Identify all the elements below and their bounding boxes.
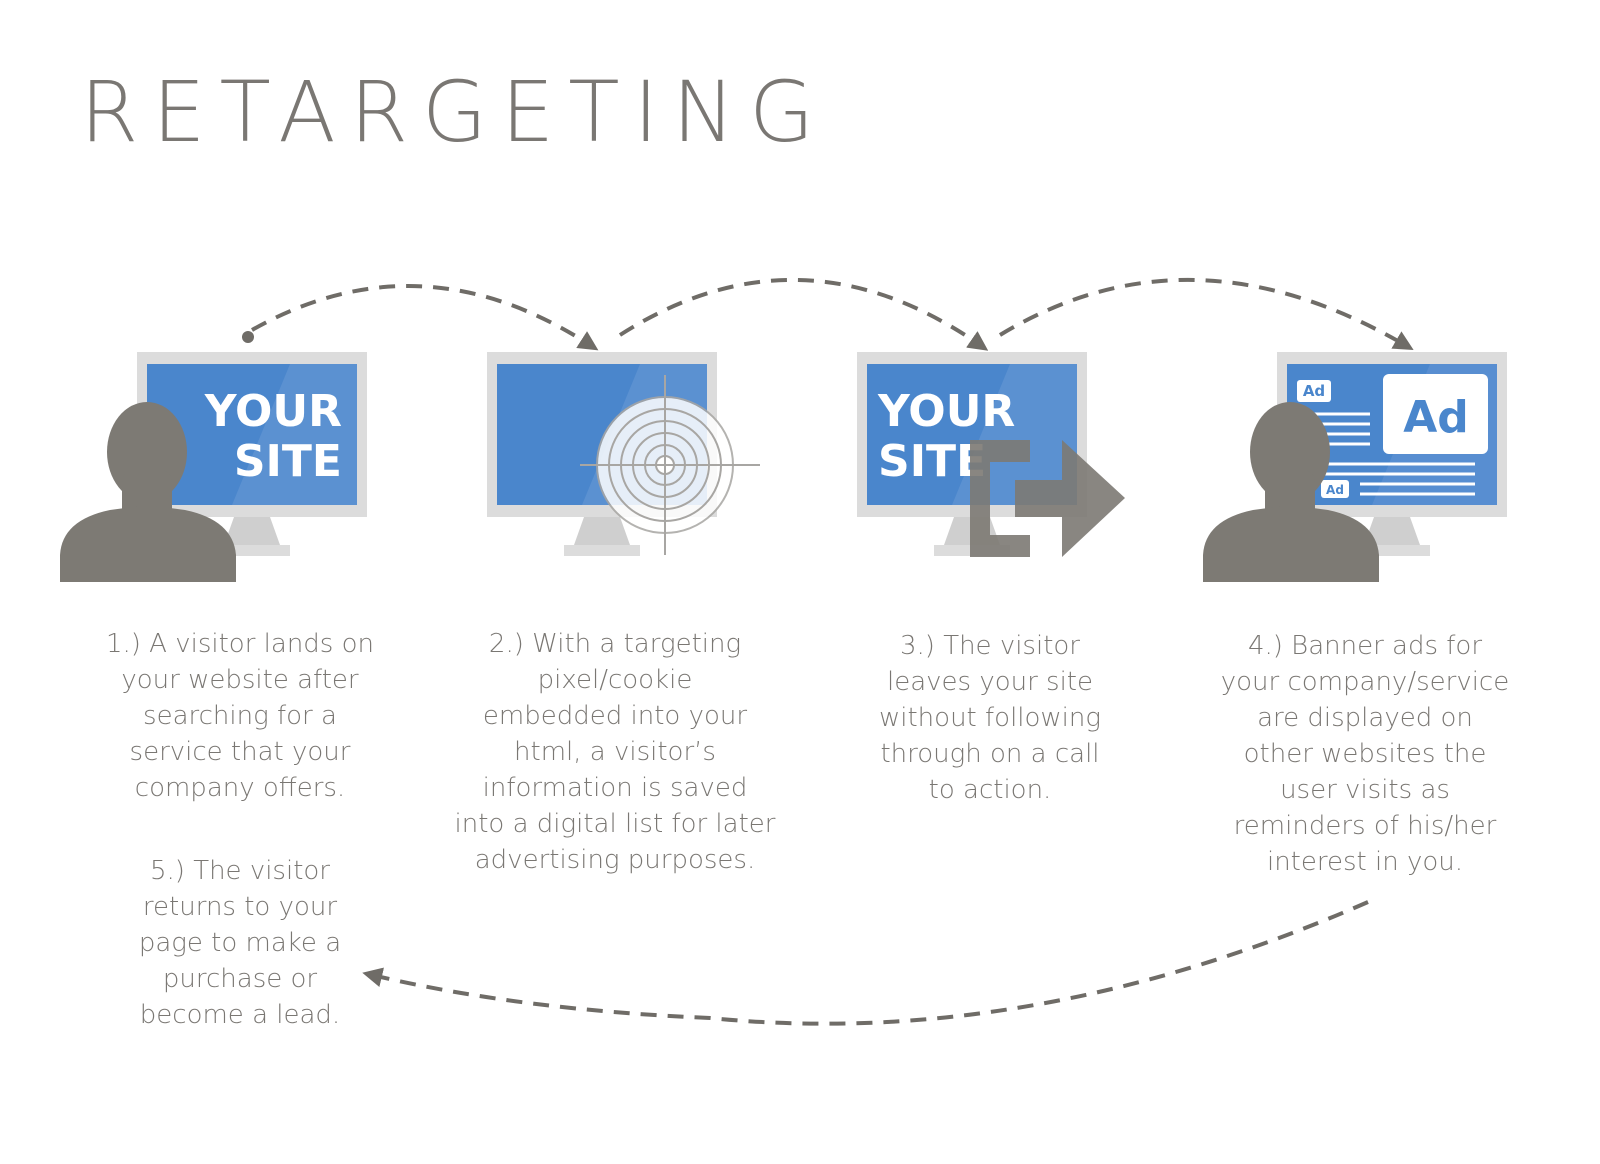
monitor1-line1: YOUR [204, 386, 342, 437]
arrow-3-to-4 [998, 278, 1414, 351]
step-5-text: 5.) The visitor returns to your page to … [138, 856, 342, 1030]
flow-arrows [242, 277, 1414, 1026]
step-4-text: 4.) Banner ads for your company/service … [1220, 631, 1510, 877]
arrow-1-to-2 [251, 284, 599, 351]
step-1-text: 1.) A visitor lands on your website afte… [105, 629, 375, 803]
exit-arrow-icon [970, 440, 1125, 557]
ad-big-label: Ad [1403, 392, 1469, 443]
crosshair-target-icon [580, 375, 760, 555]
monitor-your-site-1: YOUR SITE [137, 352, 367, 556]
arrow-4-to-5 [362, 900, 1369, 1026]
monitor3-line1: YOUR [877, 386, 1015, 437]
page-title: RETARGETING [80, 63, 829, 161]
monitor3-line2: SITE [878, 436, 986, 487]
step-3-text: 3.) The visitor leaves your site without… [879, 631, 1101, 805]
arrow-2-to-3 [618, 277, 989, 351]
monitor1-line2: SITE [234, 436, 342, 487]
arrow-start-dot [242, 331, 254, 343]
ad-small-top-label: Ad [1303, 382, 1325, 400]
ad-small-bottom-label: Ad [1326, 483, 1344, 497]
visitor-silhouette-4 [1203, 402, 1379, 582]
visitor-silhouette-1 [60, 402, 236, 582]
step-2-text: 2.) With a targeting pixel/cookie embedd… [454, 629, 776, 875]
